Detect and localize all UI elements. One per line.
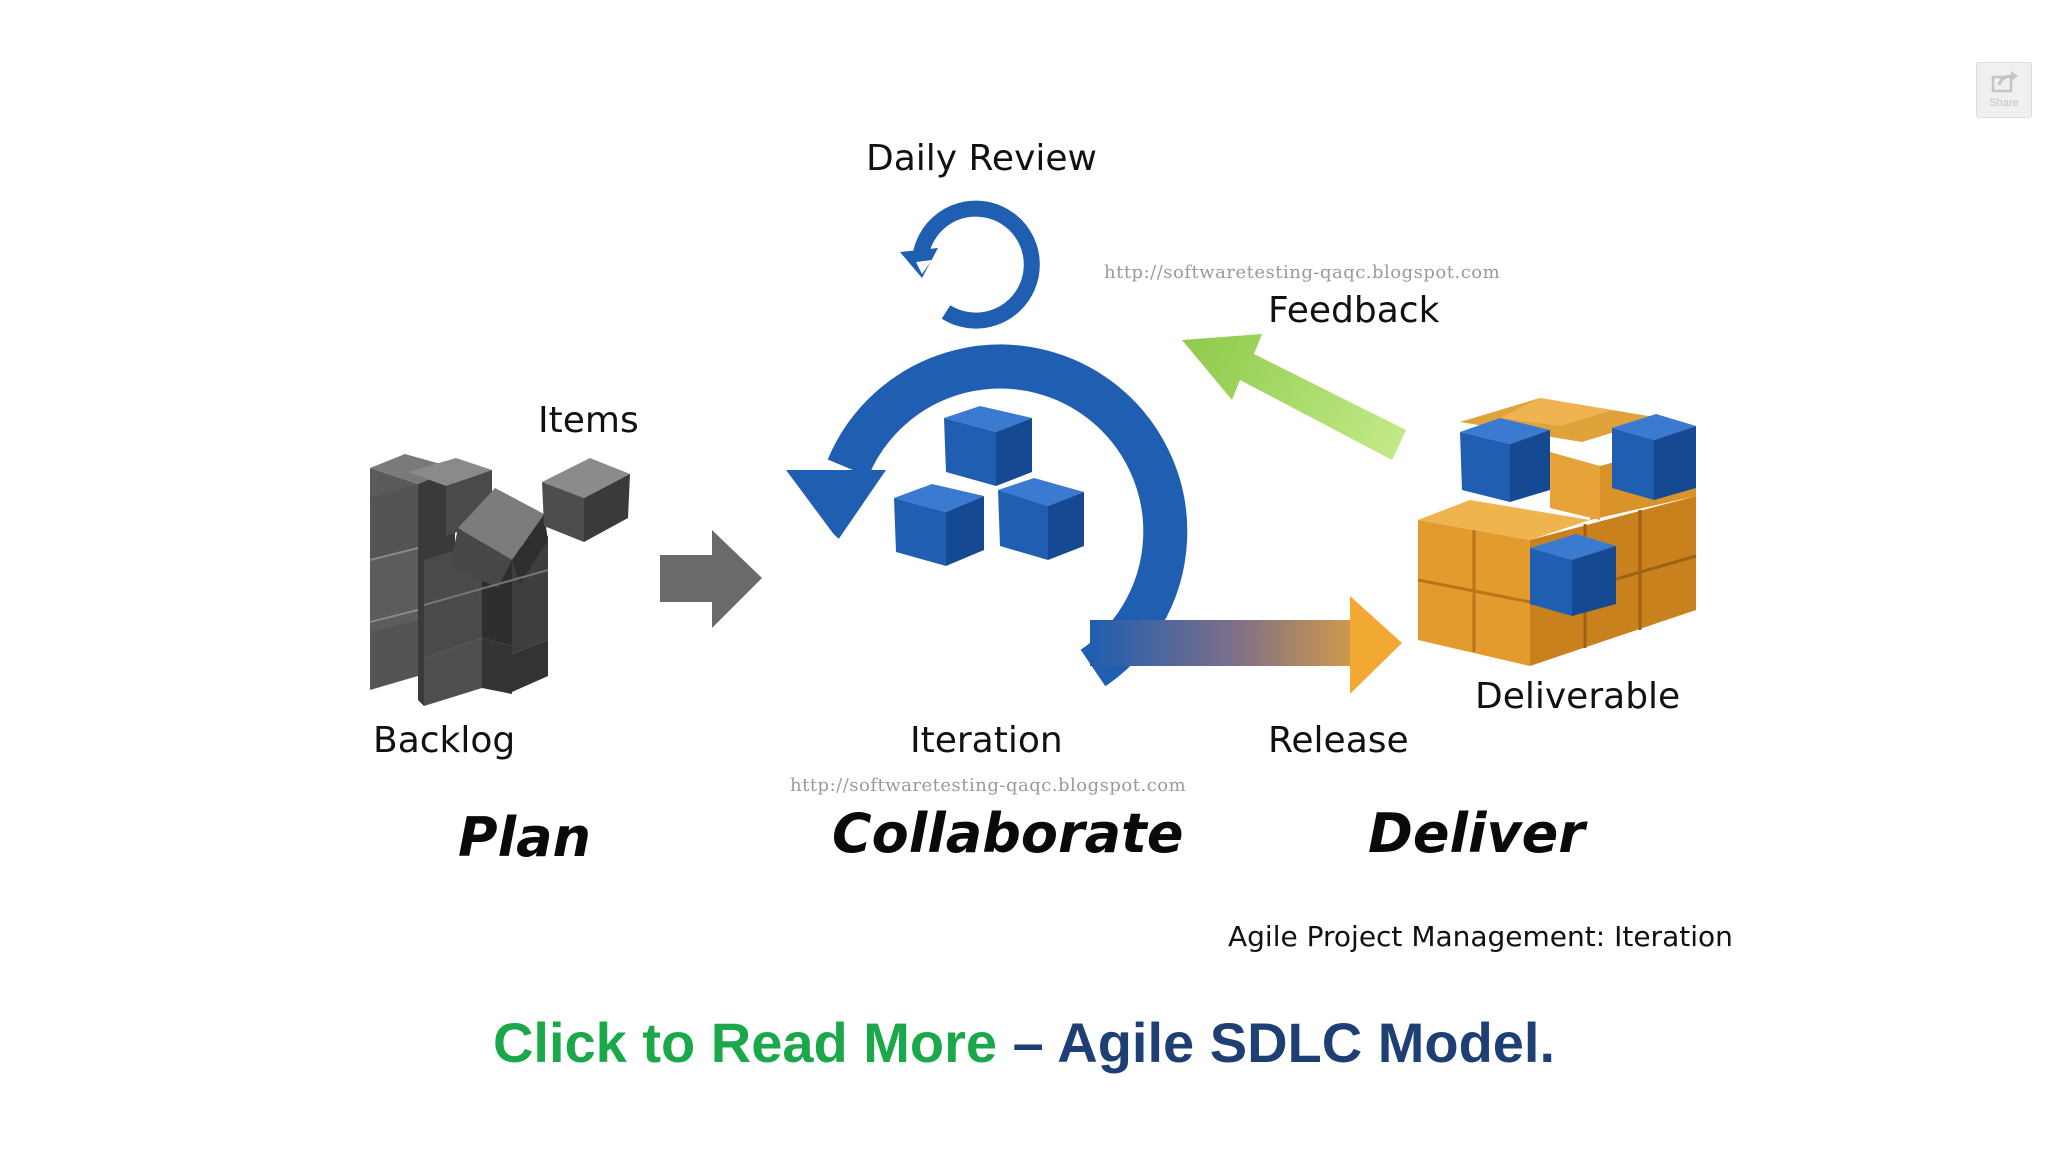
share-button[interactable]: Share (1976, 62, 2032, 118)
backlog-cubes-icon (369, 454, 630, 706)
cta-period: . (1539, 1011, 1556, 1074)
read-more-text[interactable]: Click to Read More (492, 1011, 998, 1074)
iteration-label: Iteration (910, 720, 1063, 761)
daily-review-cycle-icon (900, 200, 1040, 329)
stage-deliver: Deliver (1368, 802, 1585, 865)
plan-to-iteration-arrow-icon (660, 530, 762, 628)
feedback-label: Feedback (1268, 290, 1440, 331)
deliverable-label: Deliverable (1475, 676, 1681, 717)
release-arrow-icon (1090, 596, 1402, 694)
cta-title[interactable]: Agile SDLC Model (1057, 1011, 1540, 1074)
release-label: Release (1268, 720, 1409, 761)
feedback-arrow-icon (1182, 334, 1406, 460)
backlog-label: Backlog (373, 720, 516, 761)
watermark-url-bottom: http://softwaretesting-qaqc.blogspot.com (790, 775, 1187, 796)
share-label: Share (1989, 97, 2019, 109)
iteration-cubes-icon (894, 406, 1084, 566)
items-label: Items (538, 400, 639, 441)
watermark-url-top: http://softwaretesting-qaqc.blogspot.com (1104, 262, 1501, 283)
deliverable-cubes-icon (1417, 398, 1697, 666)
cta-dash: – (997, 1011, 1058, 1074)
read-more-link[interactable]: Click to Read More – Agile SDLC Model. (0, 1010, 2048, 1075)
stage-collaborate: Collaborate (832, 802, 1184, 865)
diagram-caption: Agile Project Management: Iteration (1228, 920, 1733, 953)
stage-plan: Plan (458, 806, 591, 869)
daily-review-label: Daily Review (866, 138, 1097, 179)
share-icon (1991, 71, 2018, 93)
